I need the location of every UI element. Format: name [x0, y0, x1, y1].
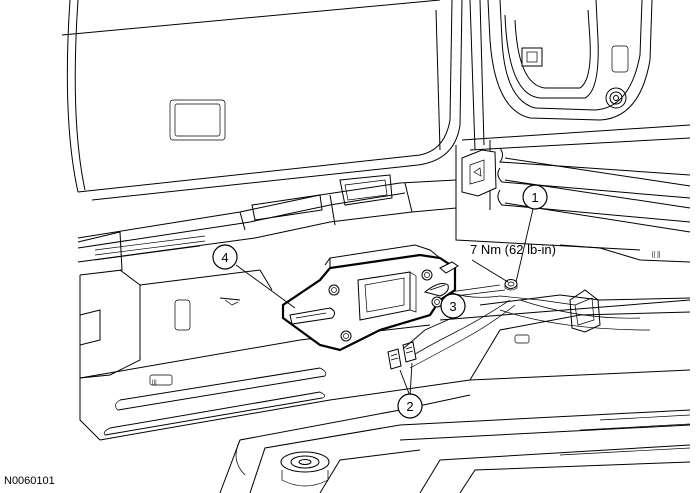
torque-spec-label: 7 Nm (62 lb-in) — [470, 242, 556, 257]
callout-3: 3 — [440, 293, 466, 319]
leader-lines — [235, 208, 534, 397]
left-side-wall — [79, 269, 273, 441]
callout-2: 2 — [397, 393, 423, 419]
rear-sill — [77, 174, 457, 276]
module-4 — [281, 244, 459, 352]
callout-1-label: 1 — [531, 190, 538, 205]
cargo-floor: ||| — [79, 289, 691, 493]
callout-4-label: 4 — [221, 250, 228, 265]
callout-3-label: 3 — [449, 299, 456, 314]
callout-1: 1 — [522, 184, 548, 210]
svg-text:[[ ]]: [[ ]] — [652, 252, 661, 258]
callout-2-label: 2 — [406, 399, 413, 414]
callout-4: 4 — [212, 244, 238, 270]
figure-id: N0060101 — [4, 475, 55, 487]
upper-right-trim — [469, 0, 653, 151]
right-quarter-trim: [[ ]] — [455, 124, 691, 263]
liftgate-panel — [61, 0, 463, 201]
svg-text:|||: ||| — [152, 380, 157, 386]
